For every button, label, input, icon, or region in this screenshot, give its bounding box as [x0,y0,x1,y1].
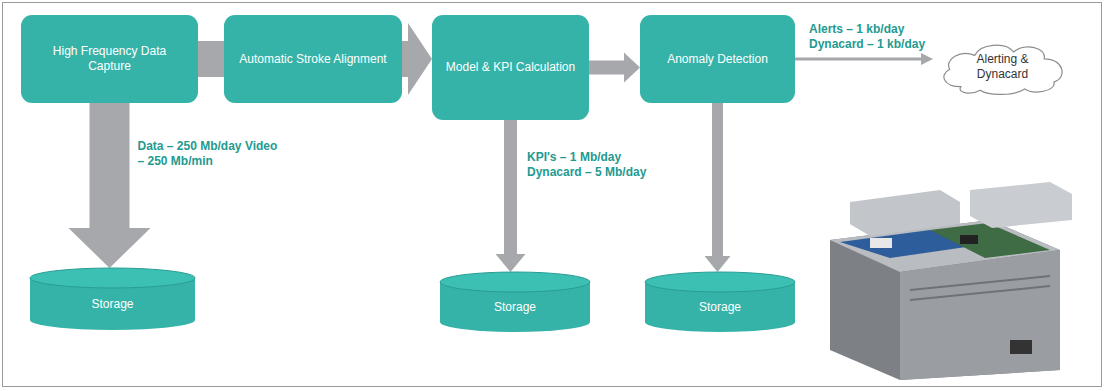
arrow-shape [69,103,151,268]
storage-label: Storage [494,300,536,315]
storage-cylinder: Storage [440,272,590,332]
node-label: Model & KPI Calculation [446,60,575,75]
flow-rate-label: Alerts – 1 kb/day Dynacard – 1 kb/day [807,22,951,52]
flow-arrow [69,103,151,268]
green-board [930,223,1050,258]
edge-device-photo [810,180,1080,385]
node-label: Automatic Stroke Alignment [239,52,386,67]
housing-lid [970,182,1072,228]
flow-rate-label: Data – 250 Mb/day Video – 250 Mb/min [136,139,280,169]
flow-arrow [795,53,933,65]
node-label: Alerting & Dynacard [951,52,1054,82]
arrow-shape [795,53,933,65]
arrow-shape [705,103,731,272]
arrow-shape [198,41,224,77]
cylinder-top [645,272,795,292]
cloud-shape: Alerting & Dynacard [933,38,1072,96]
arrow-shape [589,53,640,83]
arrow-shape [402,23,432,95]
housing-front [900,250,1060,380]
vent-line [910,286,1050,300]
flow-arrow [402,23,432,95]
chip [870,238,892,248]
flow-arrow [496,120,526,272]
housing-lid [850,190,960,236]
flow-arrow [589,53,640,83]
housing-side [830,220,1060,380]
arrow-shape [496,120,526,272]
flow-arrow [705,103,731,272]
storage-label: Storage [699,300,741,315]
cloud-path [944,45,1062,94]
chip [960,235,978,244]
flow-rate-label: KPI's – 1 Mb/day Dynacard – 5 Mb/day [525,150,669,180]
node-label: Anomaly Detection [667,52,768,67]
connector-port [1010,340,1032,354]
process-box: Automatic Stroke Alignment [224,15,402,103]
device-housing [830,182,1072,380]
cylinder-top [440,272,590,292]
storage-label: Storage [91,297,133,312]
cylinder-top [30,268,195,288]
process-box: High Frequency Data Capture [21,15,198,103]
storage-cylinder: Storage [30,268,195,330]
process-box: Model & KPI Calculation [432,15,589,120]
node-label: High Frequency Data Capture [31,44,188,74]
storage-cylinder: Storage [645,272,795,332]
flow-arrow [198,41,224,77]
process-box: Anomaly Detection [640,15,795,103]
